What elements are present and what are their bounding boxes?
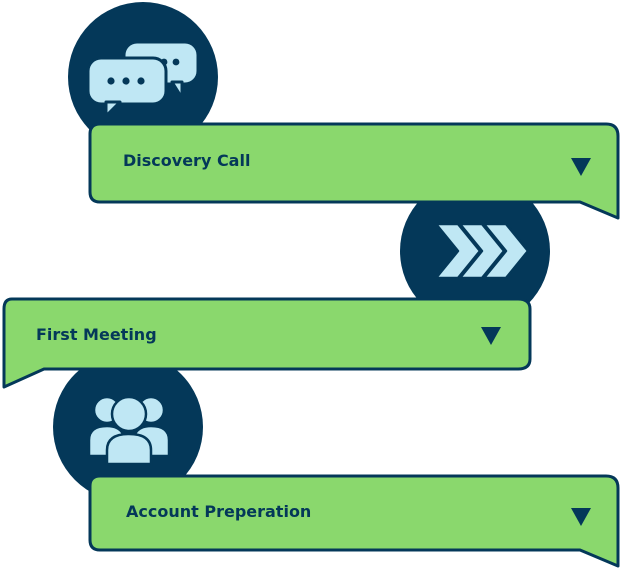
step-label: Account Preperation [126, 502, 312, 521]
card-shape [2, 297, 532, 389]
chat-bubbles-icon [86, 40, 200, 118]
step-card-discovery-call[interactable]: Discovery Call [88, 122, 622, 226]
chevron-down-icon[interactable] [481, 327, 501, 345]
chevron-down-icon[interactable] [571, 508, 591, 526]
card-shape [88, 122, 620, 220]
chevron-down-icon[interactable] [571, 158, 591, 176]
step-card-account-preperation[interactable]: Account Preperation [88, 474, 622, 570]
forward-chevrons-icon [434, 222, 530, 280]
people-group-icon [87, 395, 171, 466]
step-card-first-meeting[interactable]: First Meeting [0, 297, 534, 393]
step-label: Discovery Call [123, 151, 251, 170]
card-shape [88, 474, 620, 568]
step-label: First Meeting [36, 325, 157, 344]
